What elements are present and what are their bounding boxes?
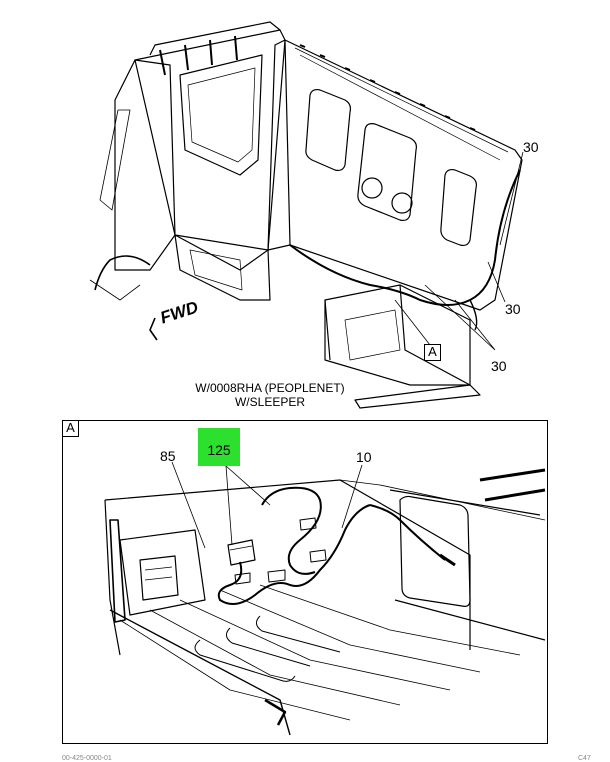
detail-ref-box: A [62, 420, 79, 437]
callout-125[interactable]: 125 [207, 442, 231, 458]
detail-a-frame [62, 420, 548, 744]
callout-10: 10 [356, 449, 372, 465]
caption-line-1: W/0008RHA (PEOPLENET) [195, 381, 345, 395]
callout-30-top: 30 [523, 139, 539, 155]
callout-30-middle: 30 [505, 301, 521, 317]
footer-left-id: 00-425-0000-01 [62, 755, 112, 762]
callout-85: 85 [160, 448, 176, 464]
caption-line-2: W/SLEEPER [234, 395, 306, 409]
callout-30-bottom: 30 [491, 358, 507, 374]
footer-right-id: C47 [578, 755, 591, 762]
highlighted-callout-background [198, 428, 240, 466]
detail-ref-box-overview: A [424, 344, 441, 361]
